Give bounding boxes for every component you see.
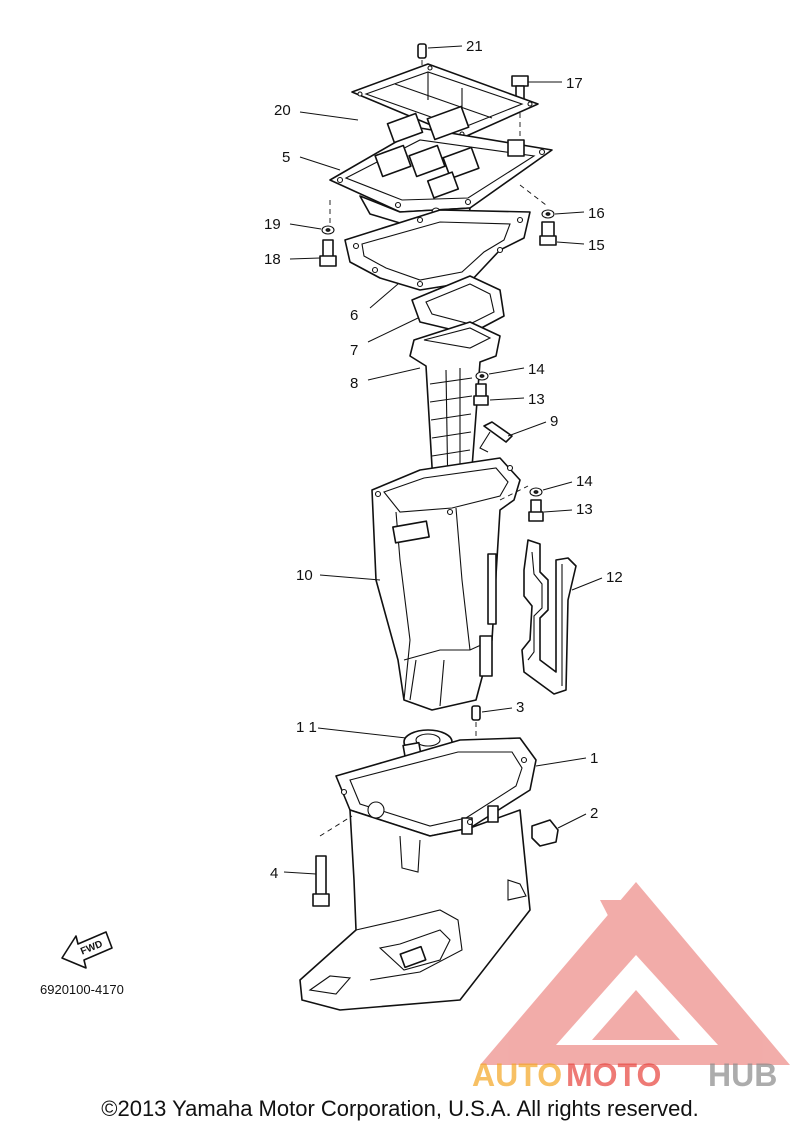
callout-4: 4 — [270, 865, 278, 882]
callout-17: 17 — [566, 75, 583, 92]
watermark-wordmark: AUTO MOTO HUB — [472, 1057, 777, 1093]
part-code: 6920100-4170 — [40, 982, 124, 997]
part-13-bolt-upper — [473, 383, 489, 406]
callout-10: 10 — [296, 567, 313, 584]
part-16-washer — [541, 209, 555, 219]
copyright-footer: ©2013 Yamaha Motor Corporation, U.S.A. A… — [101, 1096, 699, 1121]
callout-8: 8 — [350, 375, 358, 392]
callout-21: 21 — [466, 38, 483, 55]
part-9-clip — [479, 421, 513, 453]
watermark-moto: MOTO — [566, 1057, 661, 1093]
callout-15: 15 — [588, 237, 605, 254]
part-2-cap — [531, 819, 559, 847]
part-4-long-bolt — [312, 855, 330, 907]
callout-14-lower: 14 — [576, 473, 593, 490]
part-20-gasket — [351, 63, 539, 139]
part-21-dowel-pin — [417, 43, 427, 59]
part-14-washer-upper — [475, 371, 489, 381]
callout-19: 19 — [264, 216, 281, 233]
callout-11: 1 1 — [296, 719, 317, 736]
part-19-washer — [321, 225, 335, 235]
logo-notch — [600, 900, 640, 935]
part-6-gasket — [344, 209, 531, 291]
part-14-washer-lower — [529, 487, 543, 497]
fwd-arrow-icon: FWD — [61, 931, 113, 969]
callout-7: 7 — [350, 342, 358, 359]
part-18-bolt — [319, 239, 337, 267]
callout-labels: 21 17 20 5 16 19 15 18 6 7 14 8 13 9 14 … — [264, 38, 623, 882]
part-13-bolt-lower — [528, 499, 544, 522]
part-15-bolt — [539, 221, 557, 246]
callout-13-lower: 13 — [576, 501, 593, 518]
part-3-dowel-pin — [471, 705, 481, 721]
watermark-auto: AUTO — [472, 1057, 562, 1093]
callout-5: 5 — [282, 149, 290, 166]
callout-18: 18 — [264, 251, 281, 268]
callout-12: 12 — [606, 569, 623, 586]
callout-6: 6 — [350, 307, 358, 324]
callout-16: 16 — [588, 205, 605, 222]
callout-3: 3 — [516, 699, 524, 716]
logo-triangle-core — [592, 990, 680, 1040]
part-17-bolt — [511, 75, 529, 103]
callout-1: 1 — [590, 750, 598, 767]
callout-14-upper: 14 — [528, 361, 545, 378]
watermark-hub: HUB — [708, 1057, 777, 1093]
part-1-lower-casing — [299, 737, 537, 1011]
part-5-exhaust-guide — [329, 105, 553, 233]
part-10-upper-casing — [371, 457, 521, 711]
callout-13-upper: 13 — [528, 391, 545, 408]
callout-9: 9 — [550, 413, 558, 430]
automotohub-logo — [480, 882, 790, 1065]
part-12-rubber-seal — [521, 539, 577, 695]
callout-20: 20 — [274, 102, 291, 119]
part-7-gasket — [411, 275, 505, 335]
callout-2: 2 — [590, 805, 598, 822]
